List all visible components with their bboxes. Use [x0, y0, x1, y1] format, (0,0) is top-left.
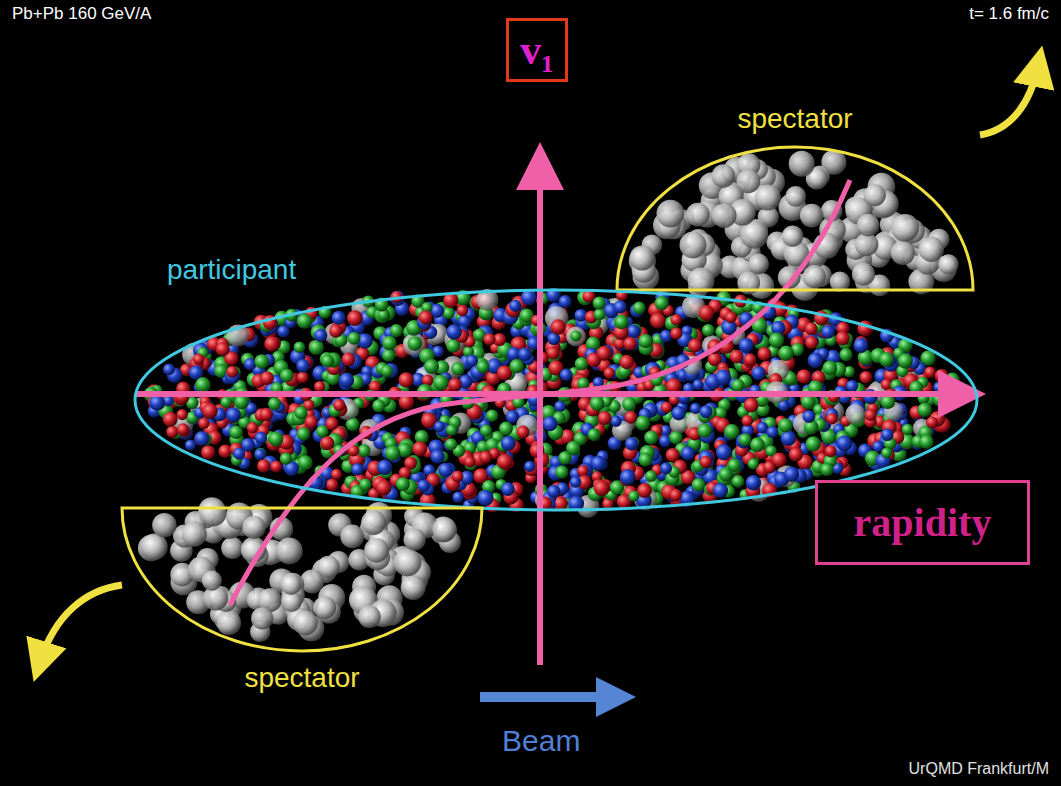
region-label: spectator — [120, 663, 484, 694]
region-label: participant — [165, 255, 298, 286]
collision-system: Pb+Pb 160 GeV/A — [12, 4, 151, 24]
spectator-region: spectator — [120, 506, 484, 698]
region-outline — [120, 506, 484, 653]
axis-label: v₁ — [520, 27, 554, 73]
region-outline — [133, 288, 979, 512]
axis-label-box: rapidity — [815, 480, 1030, 565]
spectator-region: spectator — [615, 100, 975, 292]
region-label: spectator — [615, 104, 975, 135]
axis-label: rapidity — [854, 501, 992, 545]
axis-label-box: v₁ — [506, 18, 568, 82]
beam-label: Beam — [502, 724, 580, 758]
participant-region: participant — [133, 255, 979, 512]
watermark: UrQMD Frankfurt/M — [909, 760, 1049, 778]
region-outline — [615, 145, 975, 292]
time-stamp: t= 1.6 fm/c — [969, 4, 1049, 24]
